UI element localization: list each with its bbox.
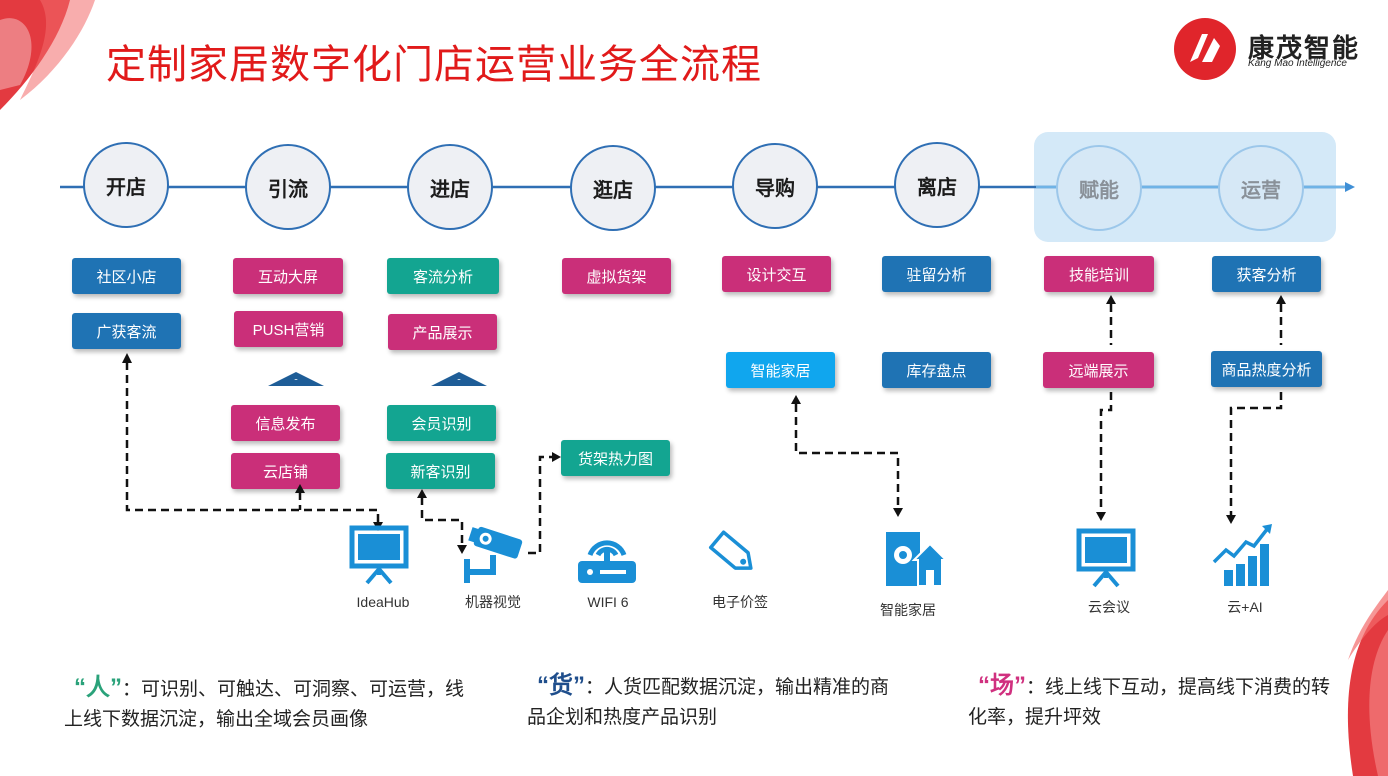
stage-empower: 赋能: [1056, 145, 1142, 231]
stage-operate: 运营: [1218, 145, 1304, 231]
logo-name: 康茂智能: [1248, 33, 1361, 63]
tag-traffic-analysis: 客流分析: [387, 258, 499, 294]
people-text: ：可识别、可触达、可洞察、可运营，线上线下数据沉淀，输出全域会员画像: [64, 679, 465, 730]
wifi6-label: WIFI 6: [587, 594, 629, 610]
wifi-router-icon: [578, 540, 636, 583]
tag-inventory-check: 库存盘点: [882, 352, 991, 388]
corner-ribbon-top-left: [0, 0, 95, 110]
page-title: 定制家居数字化门店运营业务全流程: [106, 43, 762, 87]
tag-community-store: 社区小店: [72, 258, 181, 294]
up-arrow-icon: [268, 372, 324, 386]
tag-smart-home: 智能家居: [726, 352, 835, 388]
logo-icon: [1174, 18, 1236, 80]
tag-cloud-shop: 云店铺: [231, 453, 340, 489]
stage-attract-traffic: 引流: [245, 144, 331, 230]
smart-home-icon: [886, 532, 946, 587]
stage-open-store: 开店: [83, 142, 169, 228]
e-price-tag-label: 电子价签: [712, 594, 768, 610]
tag-info-publish: 信息发布: [231, 405, 340, 441]
smart-home-label: 智能家居: [880, 602, 936, 618]
tag-remote-display: 远端展示: [1043, 352, 1154, 388]
tag-dwell-analysis: 驻留分析: [882, 256, 991, 292]
tag-new-customer-recognition: 新客识别: [386, 453, 495, 489]
summary-place: “场”：线上线下互动，提高线下消费的转化率，提升坪效: [968, 671, 1338, 733]
cloud-ai-label: 云+AI: [1227, 599, 1263, 615]
up-arrow-icon: [431, 372, 487, 386]
cloud-meeting-label: 云会议: [1088, 599, 1130, 615]
logo-subtitle: Kang Mao Intelligence: [1248, 58, 1347, 69]
tag-wide-traffic: 广获客流: [72, 313, 181, 349]
place-quote: “场”: [978, 672, 1026, 699]
machine-vision-label: 机器视觉: [465, 594, 521, 610]
stage-enter-store: 进店: [407, 144, 493, 230]
tag-push-marketing: PUSH营销: [234, 311, 343, 347]
cloud-ai-chart-icon: [1212, 524, 1272, 586]
tag-skills-training: 技能培训: [1044, 256, 1154, 292]
tag-product-heat-analysis: 商品热度分析: [1211, 351, 1322, 387]
goods-quote: “货”: [537, 672, 585, 699]
camera-icon: [464, 526, 523, 583]
tag-shelf-heatmap: 货架热力图: [561, 440, 670, 476]
stage-guided-shopping: 导购: [732, 143, 818, 229]
tag-virtual-shelf: 虚拟货架: [562, 258, 671, 294]
ideahub-icon: [349, 525, 409, 585]
corner-ribbon-bottom-right: [1347, 590, 1388, 776]
summary-goods: “货”：人货匹配数据沉淀，输出精准的商品企划和热度产品识别: [527, 671, 897, 733]
tag-product-display: 产品展示: [388, 314, 497, 350]
place-text: ：线上线下互动，提高线下消费的转化率，提升坪效: [968, 677, 1331, 728]
summary-people: “人”：可识别、可触达、可洞察、可运营，线上线下数据沉淀，输出全域会员画像: [64, 673, 464, 735]
tag-interactive-screen: 互动大屏: [233, 258, 343, 294]
tag-design-interaction: 设计交互: [722, 256, 831, 292]
stage-browse-store: 逛店: [570, 145, 656, 231]
ideahub-label: IdeaHub: [356, 594, 410, 610]
people-quote: “人”: [74, 674, 122, 701]
tag-acquisition-analysis: 获客分析: [1212, 256, 1321, 292]
stage-leave-store: 离店: [894, 142, 980, 228]
goods-text: ：人货匹配数据沉淀，输出精准的商品企划和热度产品识别: [527, 677, 890, 728]
price-tag-icon: [708, 530, 753, 570]
tag-member-recognition: 会员识别: [387, 405, 496, 441]
cloud-meeting-icon: [1076, 528, 1136, 588]
